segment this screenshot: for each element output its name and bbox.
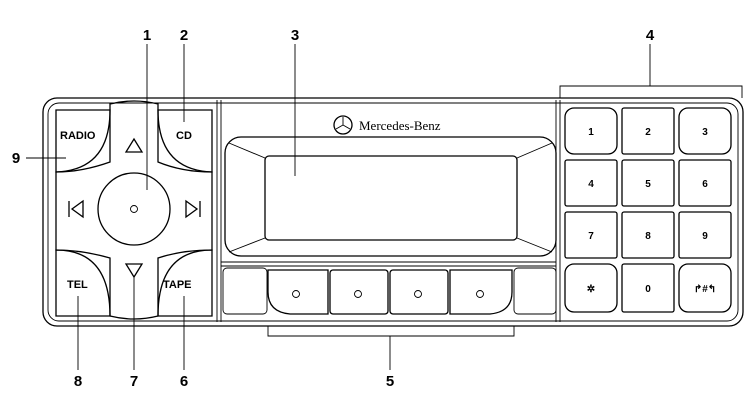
center-knob[interactable] — [97, 172, 171, 246]
keypad-label-8: 8 — [645, 231, 651, 242]
keypad-key-4[interactable] — [564, 159, 618, 207]
callouts: 1 2 3 4 5 6 7 8 9 — [12, 27, 743, 390]
up-arrow-icon[interactable] — [124, 137, 144, 153]
tape-button-label: TAPE — [163, 279, 192, 291]
radio-button-label: RADIO — [60, 130, 96, 142]
keypad: 1 2 3 4 5 6 7 8 9 ✲ 0 ↱#↰ — [555, 100, 732, 322]
center-knob-dot — [130, 205, 138, 213]
soft-key-blank-left — [222, 267, 268, 315]
keypad-key-9[interactable] — [678, 211, 732, 259]
keypad-label-0: 0 — [645, 284, 651, 295]
direction-pad[interactable] — [55, 100, 213, 320]
soft-key-4[interactable] — [449, 269, 513, 315]
soft-key-3[interactable] — [389, 269, 449, 315]
callout-1: 1 — [143, 27, 151, 44]
keypad-key-6[interactable] — [678, 159, 732, 207]
callout-4: 4 — [646, 27, 655, 44]
display-screen — [264, 155, 518, 241]
keypad-label-6: 6 — [702, 179, 708, 190]
radio-faceplate — [47, 102, 739, 322]
keypad-key-5[interactable] — [621, 159, 675, 207]
skip-back-icon[interactable] — [68, 199, 84, 219]
display-section: Mercedes-Benz — [221, 115, 557, 315]
callout-7: 7 — [130, 373, 138, 390]
keypad-label-2: 2 — [645, 127, 651, 138]
keypad-label-hash: ↱#↰ — [694, 284, 716, 295]
soft-key-blank-right — [513, 267, 557, 315]
keypad-label-7: 7 — [588, 231, 594, 242]
left-control-cluster: RADIO CD TEL TAPE — [55, 100, 222, 322]
keypad-key-0[interactable] — [621, 263, 675, 313]
keypad-label-9: 9 — [702, 231, 708, 242]
soft-key-2[interactable] — [329, 269, 389, 315]
soft-key-1[interactable] — [267, 269, 329, 315]
callout-2: 2 — [180, 27, 188, 44]
tel-button-label: TEL — [67, 279, 88, 291]
down-arrow-icon[interactable] — [124, 263, 144, 279]
keypad-key-1[interactable] — [564, 107, 618, 155]
callout-6: 6 — [180, 373, 188, 390]
callout-5: 5 — [386, 373, 394, 390]
callout-3: 3 — [291, 27, 299, 44]
display-frame — [224, 136, 557, 257]
keypad-key-2[interactable] — [621, 107, 675, 155]
callout-8: 8 — [74, 373, 82, 390]
keypad-key-star[interactable] — [564, 263, 618, 313]
keypad-label-5: 5 — [645, 179, 651, 190]
keypad-key-7[interactable] — [564, 211, 618, 259]
skip-forward-icon[interactable] — [185, 199, 201, 219]
callout-9: 9 — [12, 150, 20, 167]
keypad-label-star: ✲ — [587, 284, 595, 295]
brand-name: Mercedes-Benz — [359, 118, 441, 133]
mercedes-star-icon — [333, 115, 353, 135]
keypad-label-4: 4 — [588, 179, 594, 190]
keypad-key-3[interactable] — [678, 107, 732, 155]
cd-button-label: CD — [176, 130, 192, 142]
radio-housing — [42, 97, 744, 327]
keypad-key-hash[interactable] — [678, 263, 732, 313]
keypad-key-8[interactable] — [621, 211, 675, 259]
keypad-label-1: 1 — [588, 127, 594, 138]
keypad-label-3: 3 — [702, 127, 708, 138]
